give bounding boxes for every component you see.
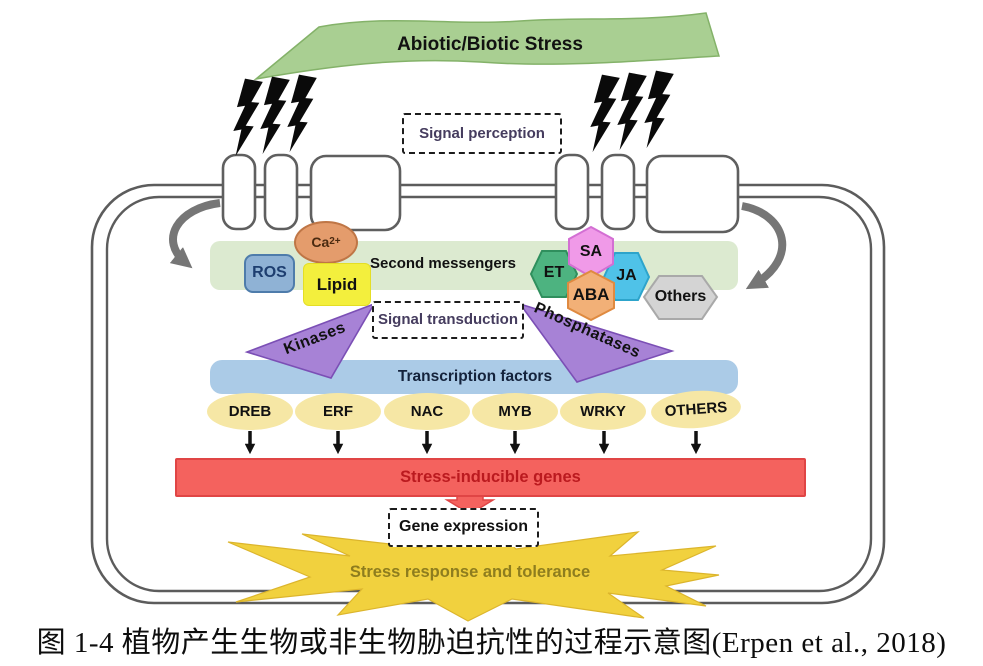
phosphatases-triangle (517, 302, 675, 383)
membrane-receptors (221, 153, 740, 234)
kinases-triangle (244, 302, 376, 379)
sa-label: SA (579, 242, 603, 260)
hexagon-aba (567, 269, 615, 322)
hormone-hexagons (529, 225, 719, 322)
stress-banner-ribbon (253, 12, 720, 81)
hexagon-others (642, 275, 719, 320)
signal-transduction-box: Signal transduction (372, 301, 524, 339)
receptor (221, 153, 257, 231)
receptor (263, 153, 299, 231)
lightning-icon (231, 78, 263, 158)
transcription-factors-label: Transcription factors (397, 367, 553, 385)
factor-oval-erf: ERF (295, 393, 381, 430)
lightning-bolts-right (588, 70, 674, 154)
ja-label: JA (616, 266, 637, 284)
second-messengers-label: Second messengers (370, 255, 516, 273)
lightning-icon (615, 72, 647, 152)
lightning-bolts-left (231, 74, 317, 158)
stress-response-label: Stress response and tolerance (349, 563, 591, 582)
curved-arrow-left (169, 199, 221, 269)
aba-label: ABA (572, 285, 610, 305)
lightning-icon (588, 74, 620, 154)
calcium-superscript: 2+ (329, 236, 341, 248)
lightning-icon (258, 76, 290, 156)
lipid-badge: Lipid (303, 263, 371, 306)
signal-perception-box: Signal perception (402, 113, 562, 154)
ros-badge: ROS (244, 254, 295, 293)
stress-inducible-genes-bar: Stress-inducible genes (175, 458, 806, 497)
gene-expression-box: Gene expression (388, 508, 539, 547)
lightning-icon (642, 70, 674, 150)
receptor (645, 154, 740, 234)
factor-oval-wrky: WRKY (560, 393, 646, 430)
hexagon-et (529, 250, 579, 298)
et-label: ET (543, 263, 565, 281)
factor-arrows (244, 431, 702, 455)
figure-caption: 图 1-4 植物产生生物或非生物胁迫抗性的过程示意图(Erpen et al.,… (36, 626, 947, 659)
receptor (600, 153, 636, 231)
banner-label: Abiotic/Biotic Stress (397, 34, 583, 56)
factor-oval-nac: NAC (384, 393, 470, 430)
lightning-icon (285, 74, 317, 154)
factor-oval-myb: MYB (472, 393, 558, 430)
factor-oval-dreb: DREB (207, 393, 293, 430)
calcium-label: Ca (311, 234, 330, 251)
curved-arrow-right (741, 202, 787, 290)
receptor (309, 154, 402, 232)
receptor (554, 153, 590, 231)
others-label: Others (654, 287, 707, 305)
diagram-shapes-layer (90, 12, 886, 622)
